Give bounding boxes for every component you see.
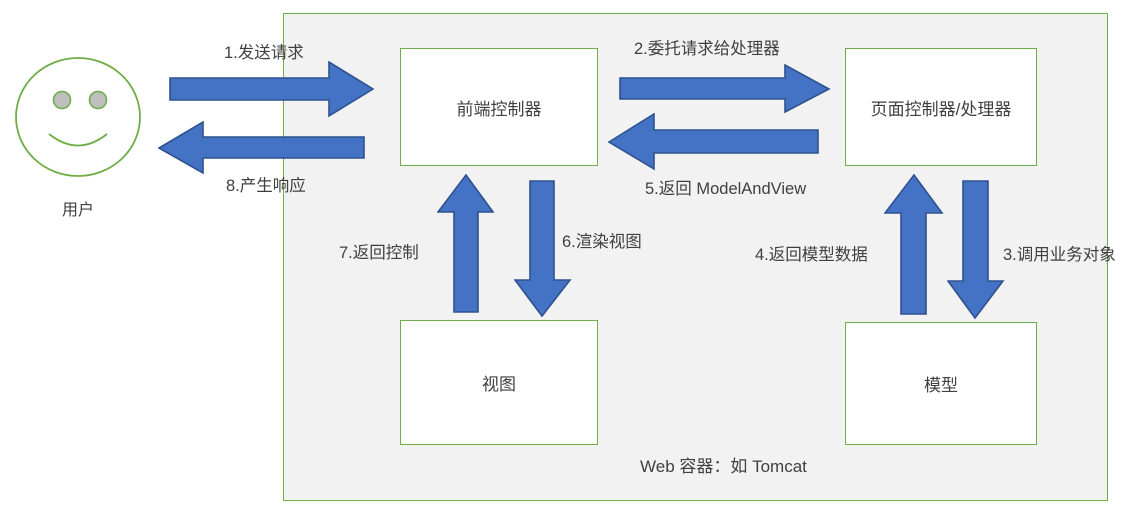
node-front-controller[interactable]: 前端控制器 [400, 48, 598, 166]
arrow-step-1 [169, 61, 375, 118]
node-page-controller-label: 页面控制器/处理器 [870, 99, 1012, 119]
arrow-step-5 [608, 113, 820, 171]
node-model[interactable]: 模型 [845, 322, 1037, 445]
step-label-4: 4.返回模型数据 [755, 246, 868, 264]
step-label-7: 7.返回控制 [339, 244, 419, 262]
arrow-step-3 [947, 180, 1005, 320]
node-view[interactable]: 视图 [400, 320, 598, 445]
node-front-controller-label: 前端控制器 [456, 99, 542, 119]
web-container-label: Web 容器：如 Tomcat [640, 457, 807, 476]
user-label: 用户 [61, 202, 94, 219]
smiley-face-icon [14, 56, 142, 178]
step-label-2: 2.委托请求给处理器 [634, 40, 780, 58]
arrow-step-6 [514, 180, 572, 318]
node-page-controller[interactable]: 页面控制器/处理器 [845, 48, 1037, 166]
arrow-step-2 [619, 64, 831, 114]
step-label-1: 1.发送请求 [224, 44, 304, 62]
arrow-step-7 [437, 174, 495, 314]
arrow-step-8 [158, 121, 366, 175]
step-label-5: 5.返回 ModelAndView [645, 180, 807, 198]
node-model-label: 模型 [924, 376, 958, 395]
step-label-3: 3.调用业务对象 [1003, 246, 1116, 264]
node-view-label: 视图 [482, 375, 516, 394]
step-label-8: 8.产生响应 [226, 177, 306, 195]
arrow-step-4 [884, 174, 944, 316]
step-label-6: 6.渲染视图 [562, 233, 642, 251]
